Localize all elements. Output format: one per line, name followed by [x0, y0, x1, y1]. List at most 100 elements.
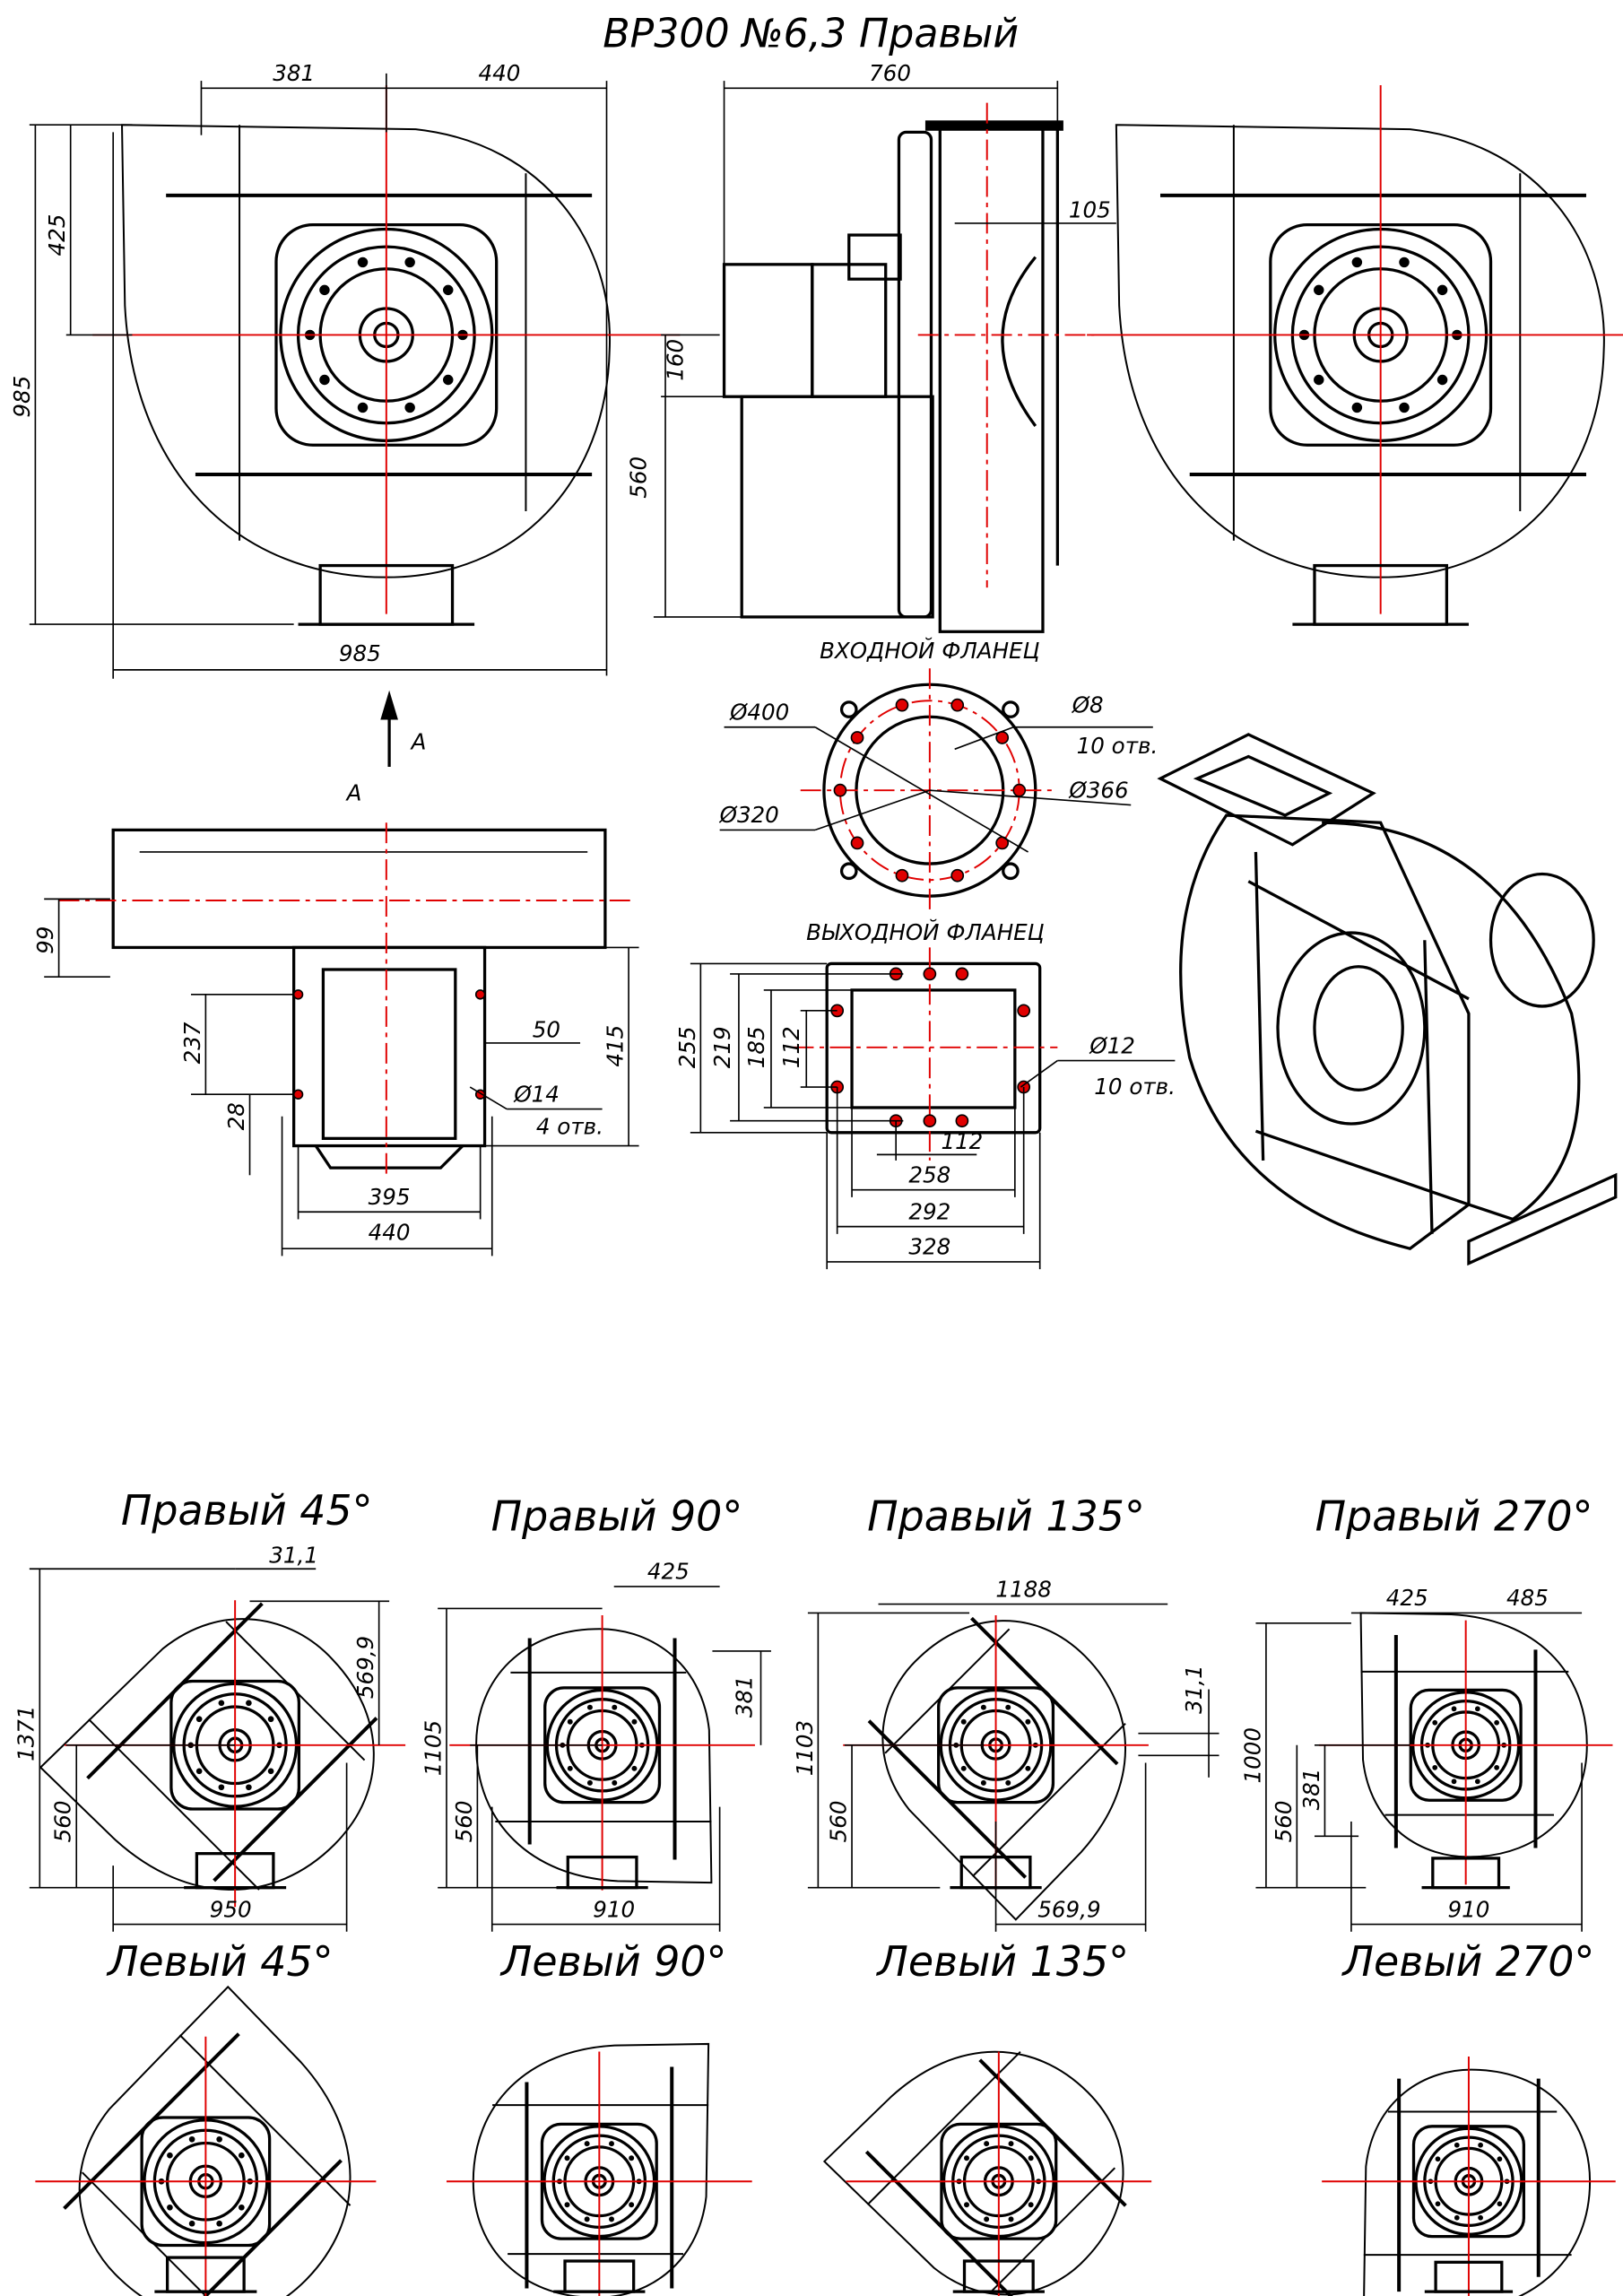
bolt-hole: [960, 1718, 967, 1725]
outlet-bolt-hole: [923, 967, 937, 981]
bolt-hole: [319, 284, 330, 296]
bolt-hole: [1028, 2155, 1034, 2161]
bolt-hole: [586, 1779, 593, 1786]
housing-scroll: [476, 1629, 711, 1883]
bolt-hole: [1399, 257, 1410, 268]
hole-count-4: 4 отв.: [536, 1113, 603, 1139]
bolt-hole: [443, 374, 454, 386]
bolt-hole: [216, 2220, 222, 2227]
housing-outline: [122, 125, 610, 577]
bolt-hole: [1497, 2156, 1503, 2162]
bolt-hole: [964, 2202, 969, 2208]
bolt-hole: [631, 1718, 638, 1725]
bolt-hole: [246, 1700, 252, 1707]
bolt-hole: [960, 1765, 967, 1771]
dim-185: 185: [743, 1026, 769, 1068]
bolt-hole: [1008, 2216, 1014, 2222]
bolt-hole: [629, 2202, 635, 2208]
r90-dim-381: 381: [732, 1675, 758, 1718]
inlet-bolt-hole: [895, 868, 909, 883]
dim-105: 105: [1069, 196, 1111, 222]
bolt-hole: [443, 284, 454, 296]
bolt-hole: [1497, 2201, 1503, 2207]
bolt-hole: [216, 2135, 222, 2143]
front-view-dimensions: 381 440 425 985 985: [9, 60, 608, 679]
bolt-hole: [1454, 2214, 1460, 2221]
dim-381: 381: [273, 60, 315, 86]
frame-post: [82, 2172, 221, 2296]
bolt-hole: [567, 1718, 573, 1725]
r90-dim-425: 425: [647, 1559, 690, 1585]
bolt-hole: [631, 1765, 638, 1771]
bolt-hole: [167, 2204, 173, 2211]
position-label-right-135: Правый 135°: [867, 1492, 1145, 1541]
r90-dim-1105: 1105: [420, 1720, 446, 1776]
dim-dia-366: Ø366: [1068, 777, 1128, 803]
bolt-hole: [1432, 1764, 1438, 1770]
bolt-hole: [1436, 374, 1448, 386]
fan-housing: [1318, 1613, 1613, 1890]
bolt-hole: [267, 1716, 274, 1723]
outlet-hole-count: 10 отв.: [1094, 1074, 1176, 1100]
bolt-hole: [1432, 1719, 1438, 1726]
mounting-lug-hole: [1002, 862, 1020, 881]
bolt-hole: [404, 257, 415, 268]
frame-post: [89, 1719, 259, 1890]
housing-outline: [476, 1629, 711, 1883]
housing-scroll: [1364, 2070, 1590, 2296]
view-arrow-label: A: [410, 728, 427, 754]
housing-outline: [1361, 1613, 1587, 1857]
view-a: A A 99 237 28 50 415 Ø14 4 отв. 395 440: [32, 690, 639, 1257]
inlet-bolt-hole: [850, 836, 864, 850]
outlet-bolt-hole: [1017, 1004, 1031, 1018]
r45-dim-1371: 1371: [13, 1705, 39, 1761]
fan-housing: [843, 1615, 1149, 1920]
fan-housing: [1087, 84, 1623, 626]
dim-255: 255: [674, 1026, 700, 1068]
bolt-hole: [609, 2216, 614, 2222]
housing-scroll: [122, 125, 610, 577]
bolt-hole: [239, 2204, 245, 2211]
position-label-left-270: Левый 270°: [1341, 1937, 1595, 1986]
dim-160: 160: [663, 339, 689, 381]
bolt-hole: [1435, 2156, 1441, 2162]
bolt-hole: [1474, 1779, 1480, 1785]
bolt-hole: [984, 2141, 990, 2147]
housing-outline: [473, 2044, 708, 2296]
position-label-right-270: Правый 270°: [1315, 1492, 1593, 1541]
r45-dim-560: 560: [50, 1801, 76, 1843]
bolt-hole: [1351, 402, 1363, 413]
fan-housing: [40, 1600, 406, 1908]
r270-dim-910: 910: [1448, 1896, 1490, 1922]
r270-dim-560: 560: [1271, 1801, 1297, 1843]
bolt-hole: [218, 1784, 225, 1791]
housing-scroll: [1361, 1613, 1587, 1857]
position-variants: Правый 45° Правый 90° Правый 135° Правый…: [13, 1486, 1595, 1986]
bolt-hole: [357, 257, 369, 268]
dim-440-base: 440: [369, 1219, 411, 1245]
r270-dim-425: 425: [1386, 1585, 1428, 1611]
outlet-bolt-hole: [923, 1114, 937, 1128]
dim-112-vertical: 112: [778, 1026, 804, 1068]
dim-50: 50: [533, 1016, 560, 1042]
r270-dim-1000: 1000: [1239, 1727, 1265, 1783]
r90-dim-910: 910: [593, 1896, 635, 1922]
bolt-hole: [984, 2216, 990, 2222]
fan-housing: [35, 1987, 377, 2296]
outlet-flange: ВЫХОДНОЙ ФЛАНЕЦ 255 219 185 112 Ø12 10 о…: [674, 919, 1176, 1270]
bolt-hole: [1478, 2214, 1483, 2221]
outlet-bolt-hole: [955, 967, 969, 981]
bolt-hole: [564, 2155, 570, 2161]
bolt-hole: [167, 2152, 173, 2159]
bolt-hole: [1474, 1706, 1480, 1712]
bolt-hole: [567, 1765, 573, 1771]
frame-post: [179, 2035, 350, 2205]
dim-560: 560: [626, 457, 652, 499]
dim-395: 395: [369, 1184, 411, 1210]
fan-housing: [1322, 2057, 1616, 2296]
r270-dim-381: 381: [1298, 1769, 1324, 1811]
dim-328: 328: [908, 1234, 950, 1260]
inlet-bolt-hole: [850, 731, 864, 744]
bolt-hole: [1314, 284, 1324, 296]
bolt-hole: [404, 402, 415, 413]
